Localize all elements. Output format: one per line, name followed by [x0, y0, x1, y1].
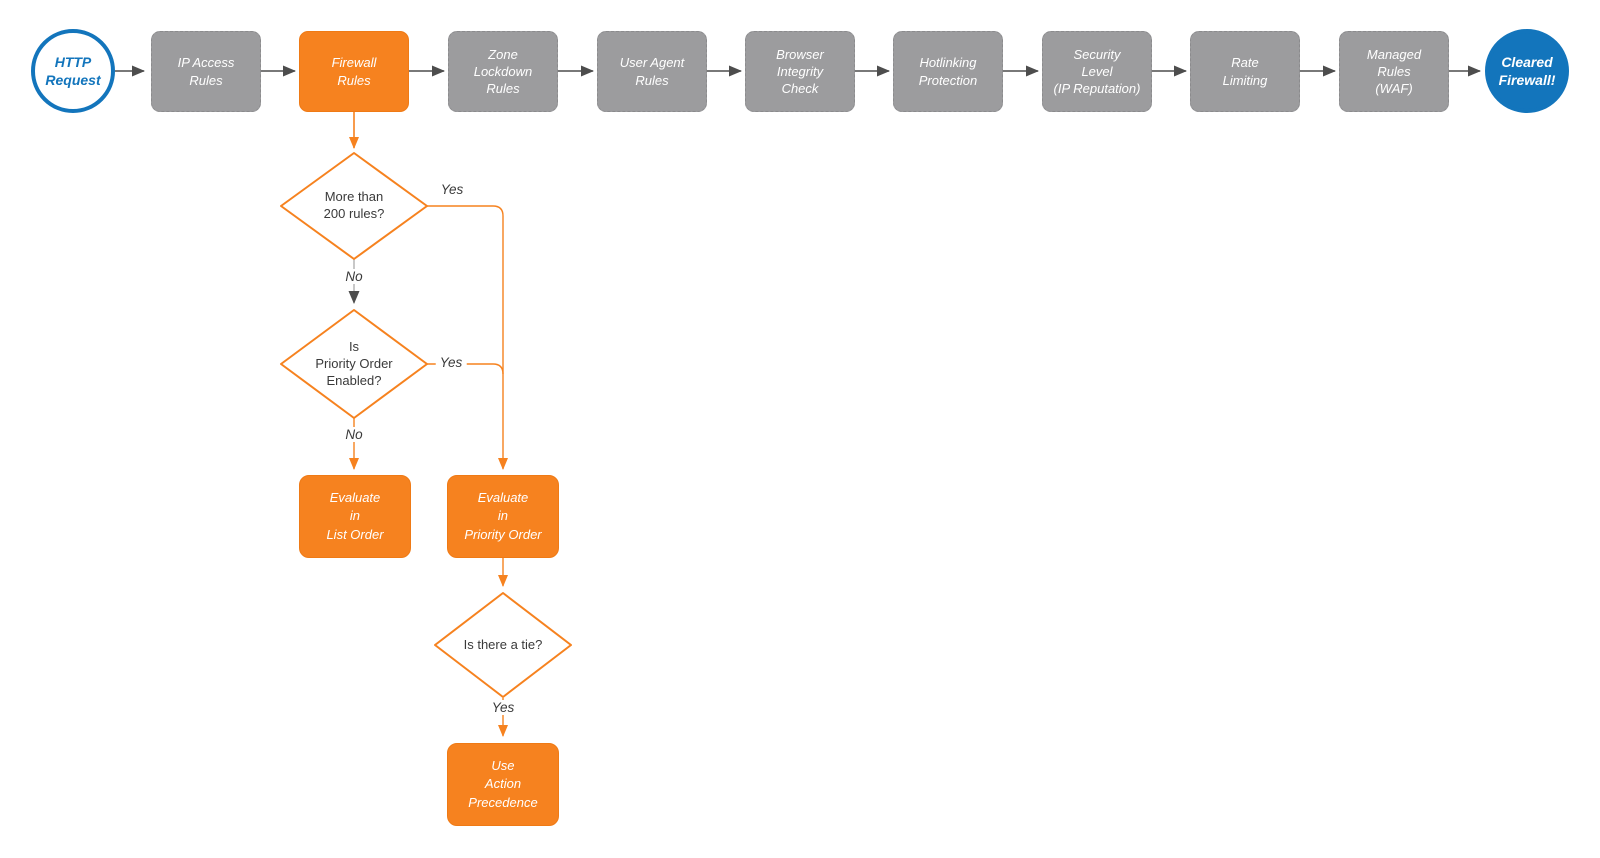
stage-label: Zone Lockdown Rules — [473, 46, 533, 97]
edge-label-d1-yes: Yes — [440, 182, 464, 197]
node-label: Evaluate in Priority Order — [464, 490, 542, 542]
stage-user-agent-rules: User Agent Rules — [597, 31, 707, 112]
node-evaluate-in-priority-order: Evaluate in Priority Order — [447, 475, 559, 558]
stage-label: Firewall Rules — [331, 55, 377, 88]
stage-hotlinking-protection: Hotlinking Protection — [893, 31, 1003, 112]
stage-firewall-rules: Firewall Rules — [299, 31, 409, 112]
connector-d1-yes-to-priority-order — [427, 205, 508, 470]
stage-zone-lockdown-rules: Zone Lockdown Rules — [448, 31, 558, 112]
decision-more-than-200-rules-label: More than 200 rules? — [323, 189, 385, 221]
stage-label: Rate Limiting — [1222, 55, 1268, 88]
start-node-label: HTTP Request — [45, 53, 101, 88]
node-label: Evaluate in List Order — [326, 490, 384, 542]
node-use-action-precedence: Use Action Precedence — [447, 743, 559, 826]
stage-label: Managed Rules (WAF) — [1366, 46, 1422, 97]
stage-label: Hotlinking Protection — [918, 55, 978, 88]
decision-priority-order-enabled-label: Is Priority Order Enabled? — [315, 339, 393, 388]
edge-label-d1-no: No — [341, 269, 367, 284]
stage-label: Browser Integrity Check — [776, 46, 824, 97]
edge-label-d2-yes: Yes — [435, 355, 467, 370]
decision-is-there-a-tie-shape — [434, 592, 572, 698]
stage-browser-integrity-check: Browser Integrity Check — [745, 31, 855, 112]
stage-ip-access-rules: IP Access Rules — [151, 31, 261, 112]
stage-label: User Agent Rules — [619, 55, 685, 88]
edge-label-d3-yes: Yes — [487, 700, 519, 715]
start-node-http-request: HTTP Request — [31, 29, 115, 113]
decision-more-than-200-rules-shape — [280, 152, 428, 260]
node-evaluate-in-list-order: Evaluate in List Order — [299, 475, 411, 558]
stage-label: Security Level (IP Reputation) — [1053, 46, 1141, 97]
stage-label: IP Access Rules — [177, 55, 235, 88]
stage-rate-limiting: Rate Limiting — [1190, 31, 1300, 112]
node-label: Use Action Precedence — [468, 758, 538, 810]
end-node-label: Cleared Firewall! — [1498, 53, 1556, 88]
connector-d2-yes-merge — [427, 363, 504, 375]
stage-security-level: Security Level (IP Reputation) — [1042, 31, 1152, 112]
edge-label-d2-no: No — [341, 427, 367, 442]
decision-priority-order-enabled-shape — [280, 309, 428, 419]
stage-managed-rules-waf: Managed Rules (WAF) — [1339, 31, 1449, 112]
decision-is-there-a-tie-label: Is there a tie? — [463, 637, 543, 652]
end-node-cleared-firewall: Cleared Firewall! — [1485, 29, 1569, 113]
